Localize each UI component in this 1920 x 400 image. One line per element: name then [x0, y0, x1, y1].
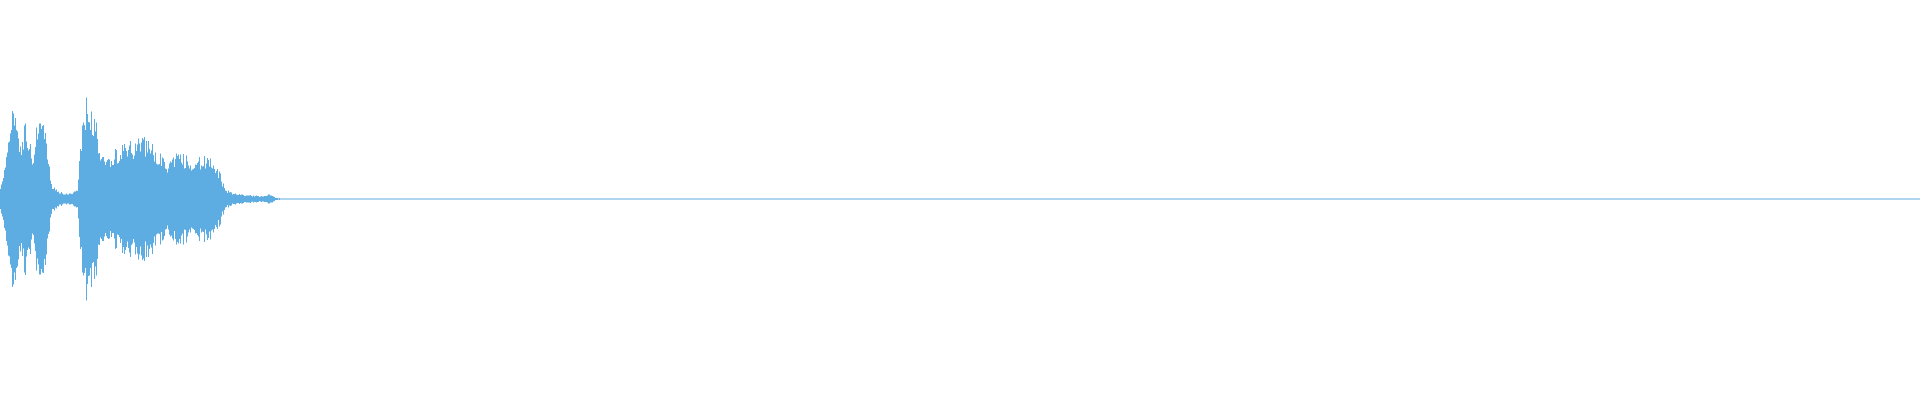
audio-waveform[interactable] [0, 0, 1920, 400]
waveform-view[interactable] [0, 0, 1920, 400]
